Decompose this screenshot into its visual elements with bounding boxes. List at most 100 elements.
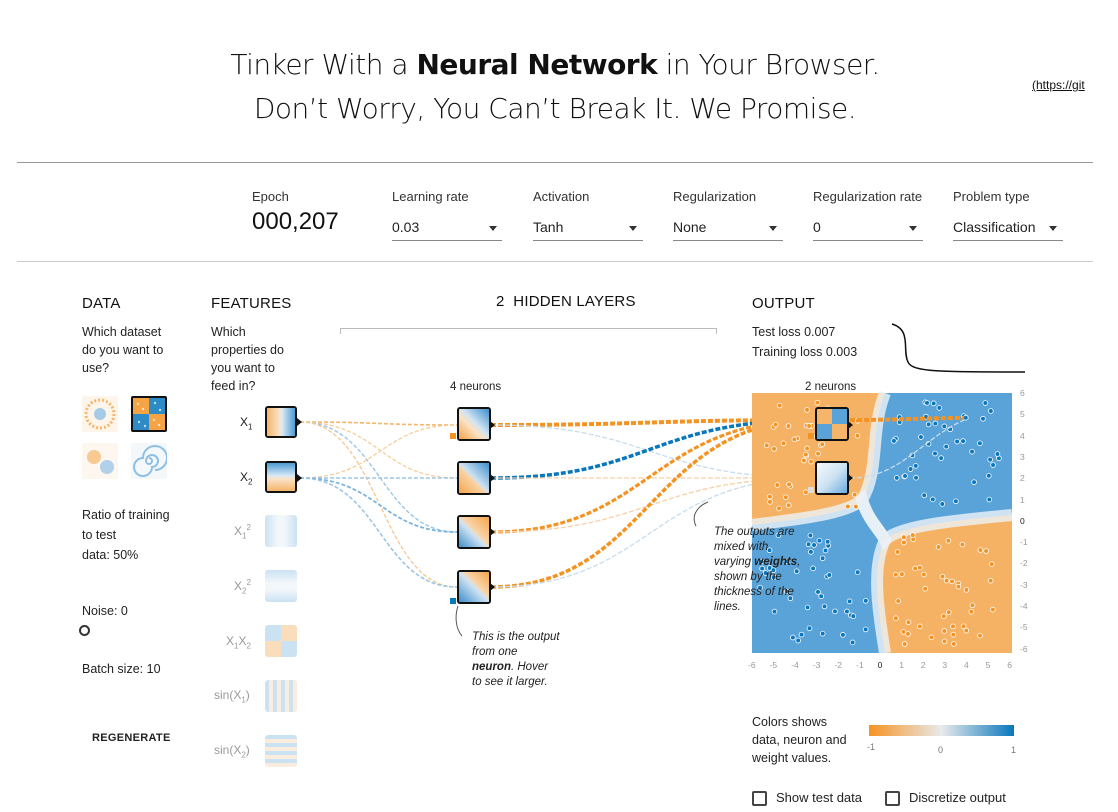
features-question: Which properties do you want to feed in? (211, 323, 284, 395)
output-connections (849, 416, 965, 479)
data-point (895, 598, 901, 604)
discretize-output-label: Discretize output (909, 790, 1006, 805)
dataset-xor[interactable] (131, 396, 167, 432)
neuron-note-pointer (455, 605, 463, 637)
feature-x1[interactable] (265, 406, 297, 438)
data-point (808, 458, 814, 465)
text-line: Which dataset (82, 325, 162, 339)
data-point (807, 532, 814, 539)
y-tick-label: -3 (1020, 579, 1028, 590)
feature-label-x1x2: X1X2 (226, 634, 251, 651)
layer1-neuron-count: 4 neurons (450, 381, 502, 393)
y-tick-label: 3 (1020, 451, 1025, 462)
regularization-select[interactable]: None (673, 219, 707, 235)
dataset-spiral[interactable] (131, 443, 167, 479)
problem-type-label: Problem type (953, 189, 1030, 204)
feature-x1x2[interactable] (265, 625, 297, 657)
regularization-label: Regularization (673, 189, 757, 204)
feature-sin-x1[interactable] (265, 680, 297, 712)
ratio-label: Ratio of training to test data: 50% (82, 505, 170, 565)
chevron-down-icon[interactable] (769, 226, 777, 231)
chevron-down-icon[interactable] (909, 226, 917, 231)
problem-type-select[interactable]: Classification (953, 219, 1036, 235)
data-point (936, 405, 943, 411)
test-loss: Test loss 0.007 (752, 325, 836, 339)
chevron-down-icon[interactable] (1049, 226, 1057, 231)
data-point (928, 634, 935, 641)
features-title: FEATURES (211, 295, 292, 312)
neuron-l2-2[interactable] (815, 461, 849, 495)
data-point (977, 632, 983, 639)
data-point (909, 532, 916, 538)
neuron-l1-1[interactable] (457, 407, 491, 441)
show-test-data-checkbox[interactable] (752, 791, 767, 806)
data-point (940, 613, 947, 620)
text-line: to test (82, 528, 117, 542)
activation-select[interactable]: Tanh (533, 219, 564, 235)
neuron-l1-2[interactable] (457, 461, 491, 495)
header-divider (17, 162, 1093, 163)
y-tick-label: 5 (1020, 409, 1025, 420)
feature-x1-squared[interactable] (265, 515, 297, 547)
learning-rate-select[interactable]: 0.03 (392, 219, 420, 235)
text-line: Which (211, 325, 246, 339)
data-point (935, 544, 942, 550)
x-tick-label: -5 (769, 660, 778, 670)
feature-heatmap (265, 625, 297, 657)
neuron-arrow-icon (848, 474, 853, 482)
data-point (851, 491, 858, 498)
neuron-l1-4[interactable] (457, 570, 491, 604)
controls-divider (17, 261, 1093, 262)
text-line: Colors shows (752, 715, 828, 729)
feature-sin-x2[interactable] (265, 735, 297, 767)
data-point (844, 608, 850, 615)
data-point (780, 440, 787, 447)
data-point (945, 609, 952, 616)
data-point (798, 631, 805, 638)
x-tick-label: -6 (748, 660, 756, 670)
neuron-bias-marker (808, 487, 814, 493)
training-loss: Training loss 0.003 (752, 345, 858, 359)
feature-x2-squared[interactable] (265, 570, 297, 602)
data-point (969, 602, 976, 609)
x-tick-label: 2 (920, 660, 926, 670)
data-point (893, 475, 900, 481)
regularization-rate-underline (813, 240, 923, 241)
annotation-bold: neuron (472, 661, 511, 673)
data-point (767, 499, 773, 505)
color-legend-text: Colors shows data, neuron and weight val… (752, 713, 847, 767)
neuron-l1-3[interactable] (457, 515, 491, 549)
data-point (819, 630, 826, 637)
regularization-rate-select[interactable]: 0 (813, 219, 821, 235)
neuron-l2-1[interactable] (815, 407, 849, 441)
github-link[interactable]: (https://git (1032, 78, 1085, 92)
regularization-underline (673, 240, 783, 241)
data-point (767, 493, 773, 500)
x-tick-label: -4 (791, 660, 799, 670)
noise-slider-handle[interactable] (79, 625, 90, 636)
dataset-circle[interactable] (82, 396, 118, 432)
data-point (801, 457, 807, 464)
data-point (939, 501, 946, 507)
text-line: to see it larger. (472, 676, 548, 688)
show-test-data-label: Show test data (776, 790, 862, 805)
data-point (925, 421, 932, 428)
data-point (804, 604, 811, 611)
data-point (786, 481, 792, 488)
problem-type-underline (953, 240, 1063, 241)
data-point (980, 415, 986, 422)
chevron-down-icon[interactable] (629, 226, 637, 231)
y-tick-label: 6 (1020, 388, 1025, 398)
dataset-gaussian[interactable] (82, 443, 118, 479)
data-point (818, 593, 825, 600)
layer1-connections (299, 421, 458, 588)
regenerate-button[interactable]: REGENERATE (92, 732, 171, 744)
feature-label-x1-squared: X12 (234, 523, 251, 541)
feature-x2-heatmap (267, 463, 295, 491)
chevron-down-icon[interactable] (489, 226, 497, 231)
feature-x2[interactable] (265, 461, 297, 493)
batch-size-label: Batch size: 10 (82, 662, 161, 676)
y-tick-label: -4 (1020, 601, 1028, 611)
discretize-output-checkbox[interactable] (885, 791, 900, 806)
loss-curve (891, 323, 1026, 373)
